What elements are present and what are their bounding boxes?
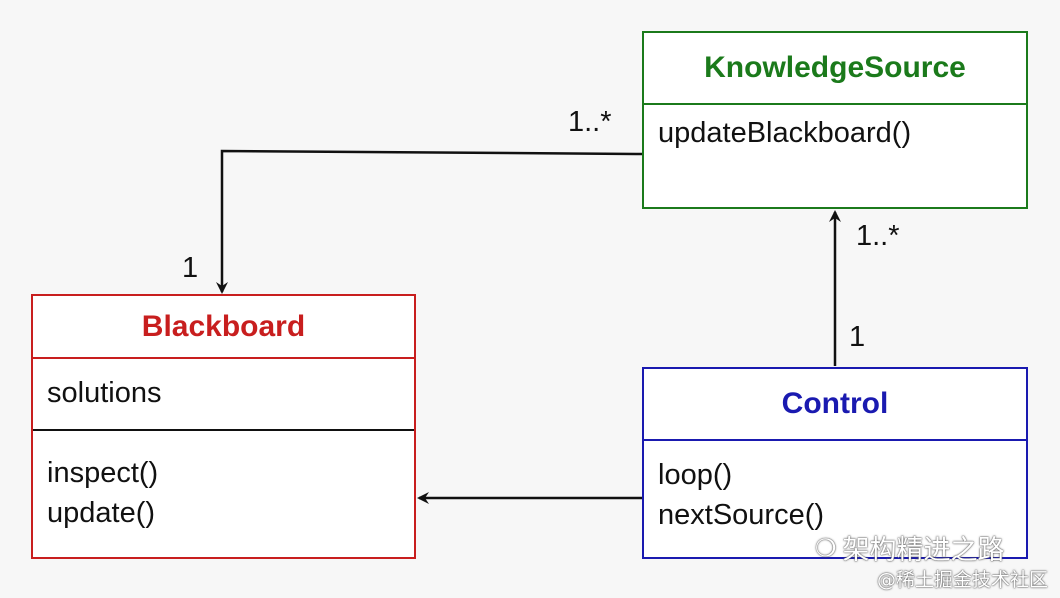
class-blackboard: Blackboard solutions inspect() update() (31, 294, 416, 559)
association-ks-to-blackboard (216, 149, 643, 294)
multiplicity-label: 1 (849, 321, 866, 353)
class-operations: inspect() update() (33, 431, 414, 533)
multiplicity-label: 1 (182, 252, 199, 284)
operation: loop() (658, 459, 733, 491)
class-control: Control loop() nextSource() (642, 367, 1028, 559)
class-knowledge-source: KnowledgeSource updateBlackboard() (642, 31, 1028, 209)
operation: nextSource() (658, 499, 825, 531)
class-name: Control (644, 369, 1026, 441)
watermark-title: 架构精进之路 (842, 535, 1005, 566)
multiplicity-label: 1..* (856, 220, 900, 252)
operation: updateBlackboard() (658, 117, 912, 149)
watermark: ❍ 架构精进之路 @稀土掘金技术社区 (815, 528, 1048, 592)
class-name: KnowledgeSource (644, 33, 1026, 105)
class-attributes: solutions (33, 359, 414, 431)
watermark-credit: @稀土掘金技术社区 (877, 569, 1049, 591)
operation: update() (47, 497, 156, 529)
class-operations: updateBlackboard() (644, 105, 1026, 153)
multiplicity-label: 1..* (568, 106, 612, 138)
wechat-icon: ❍ (815, 533, 837, 562)
operation: inspect() (47, 457, 159, 489)
class-operations: loop() nextSource() (644, 441, 1026, 535)
attribute: solutions (47, 377, 162, 409)
class-name: Blackboard (33, 296, 414, 359)
watermark-line: ❍ 架构精进之路 (815, 528, 1048, 567)
